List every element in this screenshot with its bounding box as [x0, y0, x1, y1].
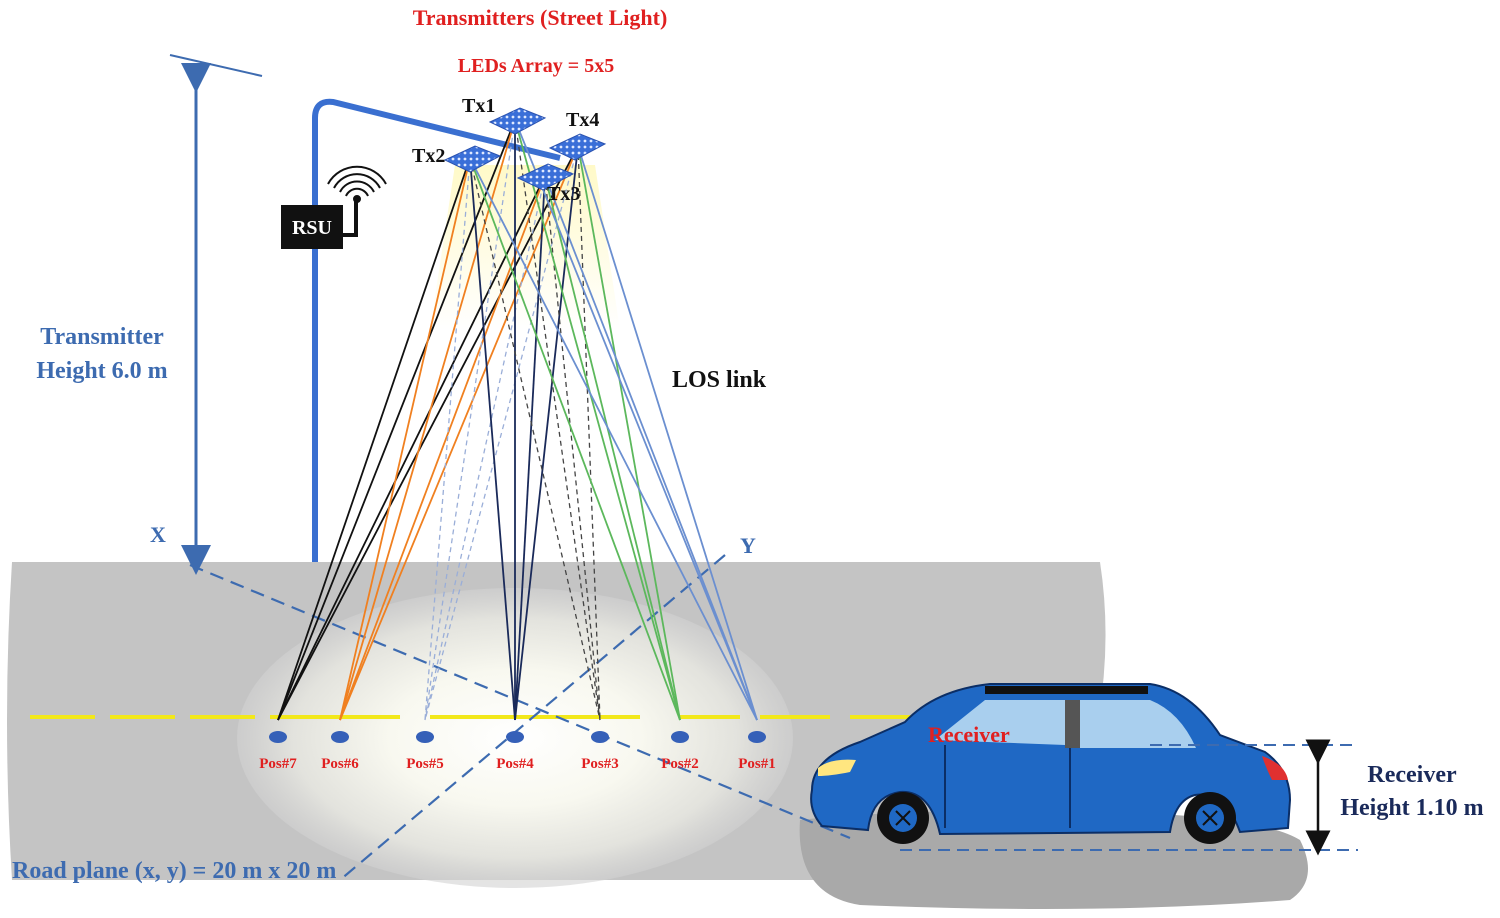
led-panels — [443, 107, 607, 191]
los-links — [277, 119, 758, 721]
rsu-label: RSU — [292, 217, 332, 239]
los-link-line — [277, 145, 579, 721]
los-link-label: LOS link — [672, 367, 767, 393]
car-shadow — [799, 811, 1308, 909]
position-marker — [671, 731, 689, 743]
los-link-line — [514, 119, 601, 721]
rx-height-label-2: Height 1.10 m — [1340, 795, 1483, 821]
tx-height-label-2: Height 6.0 m — [36, 358, 167, 384]
led-panel-tx3 — [516, 163, 575, 191]
los-link-line — [339, 119, 516, 721]
car-roof-rack — [985, 686, 1148, 694]
los-link-line — [469, 157, 601, 721]
position-label: Pos#7 — [259, 756, 297, 772]
los-link-line — [577, 145, 681, 721]
tx-height-top-line — [169, 54, 263, 77]
diagram-title: Transmitters (Street Light) — [413, 5, 668, 30]
los-link-line — [514, 175, 546, 721]
los-link-line — [339, 145, 579, 721]
car-headlight — [818, 759, 856, 776]
position-label: Pos#3 — [581, 756, 619, 772]
car-window-front — [935, 700, 1065, 745]
los-link-line — [339, 157, 471, 721]
los-link-line — [277, 157, 471, 721]
los-link-line — [577, 145, 758, 721]
tx4-label: Tx4 — [566, 109, 599, 131]
los-link-line — [544, 175, 681, 721]
tx2-label: Tx2 — [412, 145, 445, 167]
position-marker — [416, 731, 434, 743]
road-axes — [189, 554, 851, 881]
los-link-line — [424, 119, 516, 721]
led-panel-tx4 — [548, 133, 607, 161]
rx-height-label-1: Receiver — [1367, 762, 1457, 788]
los-link-line — [424, 157, 471, 721]
position-marker — [506, 731, 524, 743]
receiver-label: Receiver — [928, 722, 1010, 747]
rx-height-dimension — [900, 739, 1358, 856]
los-link-line — [469, 157, 758, 721]
los-link-line — [514, 119, 758, 721]
rsu-box — [281, 205, 343, 249]
los-link-line — [514, 145, 579, 721]
position-label: Pos#6 — [321, 756, 359, 772]
position-marker — [331, 731, 349, 743]
position-label: Pos#1 — [738, 756, 776, 772]
los-link-line — [544, 175, 758, 721]
wireless-icon — [327, 165, 387, 203]
position-label: Pos#2 — [661, 756, 699, 772]
road-plane-label: Road plane (x, y) = 20 m x 20 m — [12, 858, 336, 884]
position-label: Pos#5 — [406, 756, 444, 772]
led-array-label: LEDs Array = 5x5 — [458, 55, 614, 77]
street-light-pole — [312, 98, 561, 562]
led-panel-tx2 — [443, 145, 502, 173]
los-link-line — [469, 157, 516, 721]
position-marker — [591, 731, 609, 743]
tx3-label: Tx3 — [547, 183, 580, 205]
led-panel-tx1 — [488, 107, 547, 135]
position-marker — [748, 731, 766, 743]
position-markers: Pos#7 Pos#6 Pos#5 Pos#4 Pos#3 Pos#2 Pos#1 — [259, 731, 776, 772]
los-link-line — [469, 157, 681, 721]
position-label: Pos#4 — [496, 756, 534, 772]
position-marker — [269, 731, 287, 743]
axis-y-label: Y — [740, 533, 756, 558]
los-link-line — [514, 119, 681, 721]
los-link-line — [577, 145, 601, 721]
car — [810, 683, 1292, 844]
los-link-line — [424, 145, 579, 721]
los-link-line — [277, 175, 546, 721]
car-pillar — [1065, 700, 1080, 748]
tx-height-label-1: Transmitter — [40, 324, 164, 350]
los-link-line — [544, 175, 601, 721]
car-window-rear — [1080, 700, 1196, 748]
car-taillight — [1262, 756, 1288, 780]
axis-x-label: X — [150, 522, 166, 547]
tx1-label: Tx1 — [462, 95, 495, 117]
